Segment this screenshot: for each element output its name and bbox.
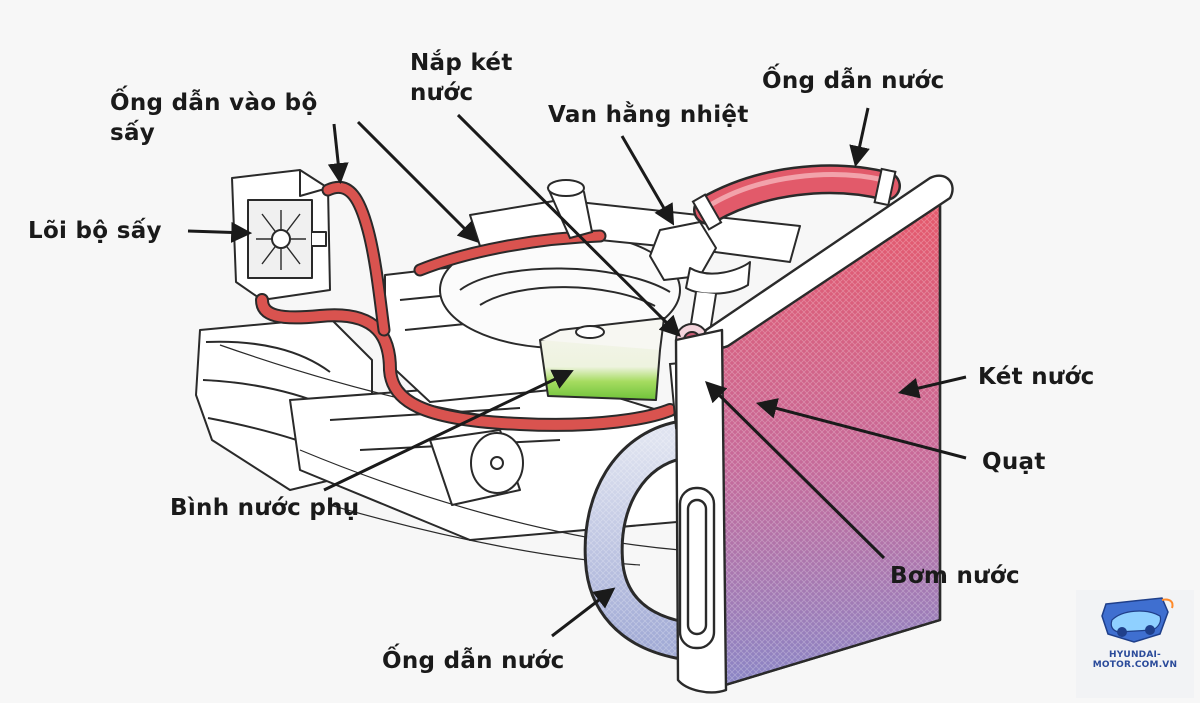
label-radiator-cap-line1: Nắp két xyxy=(410,50,513,76)
arrow-water-pump xyxy=(705,381,886,560)
arrow-lower-hose xyxy=(551,587,616,638)
leader-arrows xyxy=(187,107,967,638)
arrow-heater-core xyxy=(187,221,253,243)
watermark-text: HYUNDAI-MOTOR.COM.VN xyxy=(1092,650,1178,670)
hose-clamps xyxy=(691,167,897,231)
label-lower-hose: Ống dẫn nước xyxy=(382,648,565,674)
watermark: HYUNDAI-MOTOR.COM.VN xyxy=(1076,590,1194,698)
label-fan: Quạt xyxy=(982,449,1046,475)
arrow-radiator xyxy=(897,375,967,399)
arrow-heater-inlet xyxy=(327,123,349,185)
cold-hose xyxy=(583,420,700,660)
arrow-thermostat xyxy=(620,135,675,226)
label-water-pump: Bơm nước xyxy=(890,563,1020,589)
car-logo-icon xyxy=(1101,597,1174,643)
label-heater-inlet-hose-line2: sấy xyxy=(110,120,156,146)
heater-core xyxy=(231,169,331,301)
hot-hoses xyxy=(255,164,901,432)
label-thermostat: Van hằng nhiệt xyxy=(548,102,749,128)
label-radiator-cap-line2: nước xyxy=(410,80,474,106)
arrow-fan xyxy=(755,398,967,460)
label-upper-hose: Ống dẫn nước xyxy=(762,68,945,94)
coolant-reservoir xyxy=(539,317,665,401)
label-heater-core: Lõi bộ sấy xyxy=(28,218,162,244)
radiator-cap-filler xyxy=(546,179,594,240)
arrow-reservoir xyxy=(323,369,574,492)
arrow-manifold-hose xyxy=(356,120,479,243)
arrow-upper-hose xyxy=(849,107,870,168)
arrow-radiator-cap xyxy=(456,113,681,337)
label-heater-inlet-hose-line1: Ống dẫn vào bộ xyxy=(110,90,318,116)
label-reservoir: Bình nước phụ xyxy=(170,495,360,521)
label-radiator: Két nước xyxy=(978,364,1095,390)
radiator xyxy=(674,174,954,694)
